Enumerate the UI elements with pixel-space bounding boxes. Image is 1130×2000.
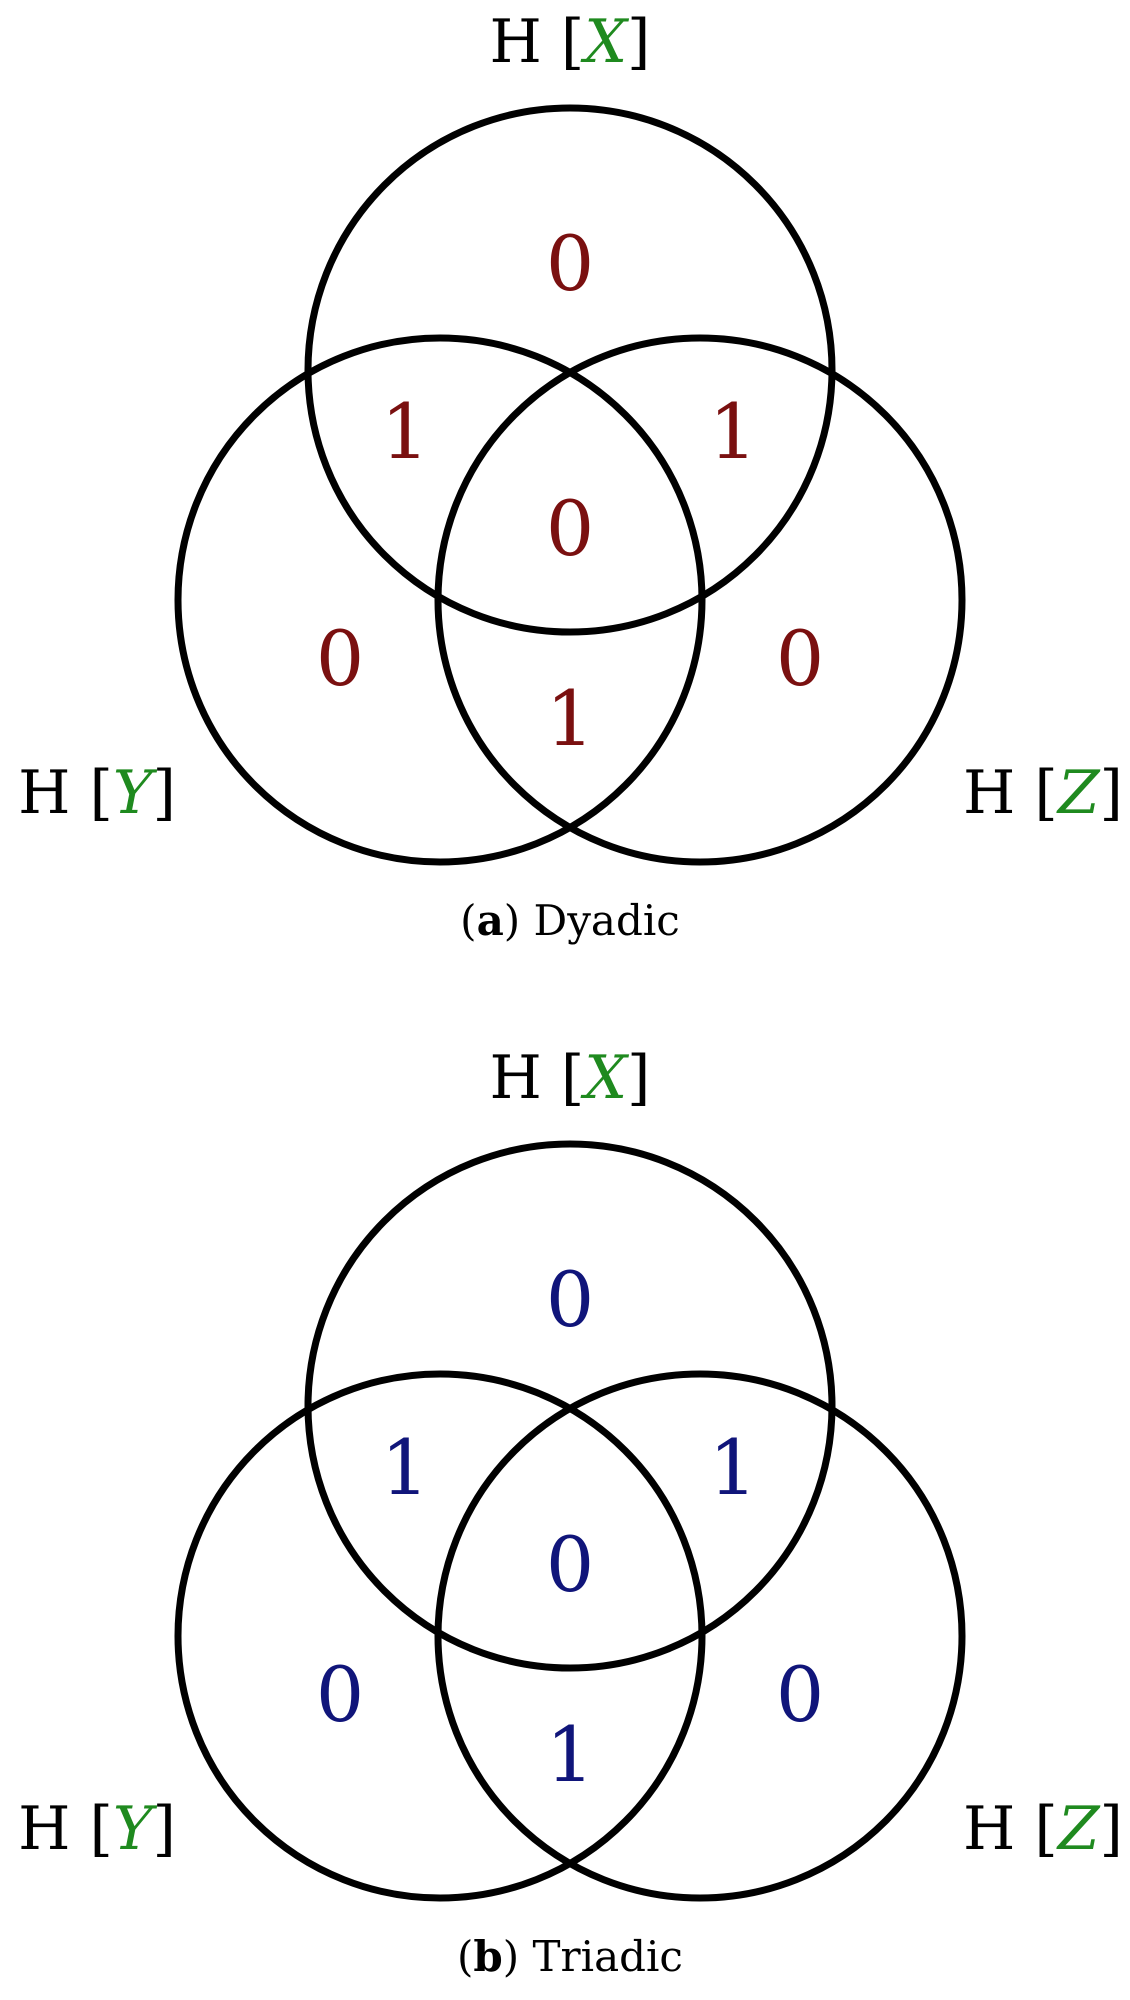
circle-y [174, 334, 706, 866]
region-yz-value: 1 [546, 674, 594, 763]
label-h-z: H [Z] [963, 758, 1123, 828]
label-h-x: H [X] [490, 7, 651, 77]
region-xyz-value: 0 [546, 1520, 594, 1609]
region-yz-value: 1 [546, 1710, 594, 1799]
region-x-only-value: 0 [546, 219, 594, 308]
region-xyz-value: 0 [546, 484, 594, 573]
venn-panel-b: H [X] H [Y] H [Z] 0 1 1 0 0 0 1 (b) Triadic [18, 1043, 1123, 1981]
region-xy-value: 1 [381, 387, 429, 476]
label-h-x: H [X] [490, 1043, 651, 1113]
venn-panel-a: H [X] H [Y] H [Z] 0 1 1 0 0 0 1 (a) Dyadic [18, 7, 1123, 945]
region-xy-value: 1 [381, 1423, 429, 1512]
circle-z [434, 334, 966, 866]
label-h-z: H [Z] [963, 1794, 1123, 1864]
region-xz-value: 1 [709, 387, 757, 476]
circle-z [434, 1370, 966, 1902]
region-z-only-value: 0 [776, 1650, 824, 1739]
label-h-y: H [Y] [18, 758, 176, 828]
region-y-only-value: 0 [316, 1650, 364, 1739]
region-z-only-value: 0 [776, 614, 824, 703]
region-x-only-value: 0 [546, 1255, 594, 1344]
region-y-only-value: 0 [316, 614, 364, 703]
circle-y [174, 1370, 706, 1902]
label-h-y: H [Y] [18, 1794, 176, 1864]
caption-b: (b) Triadic [457, 1932, 683, 1981]
caption-a: (a) Dyadic [460, 896, 680, 945]
region-xz-value: 1 [709, 1423, 757, 1512]
